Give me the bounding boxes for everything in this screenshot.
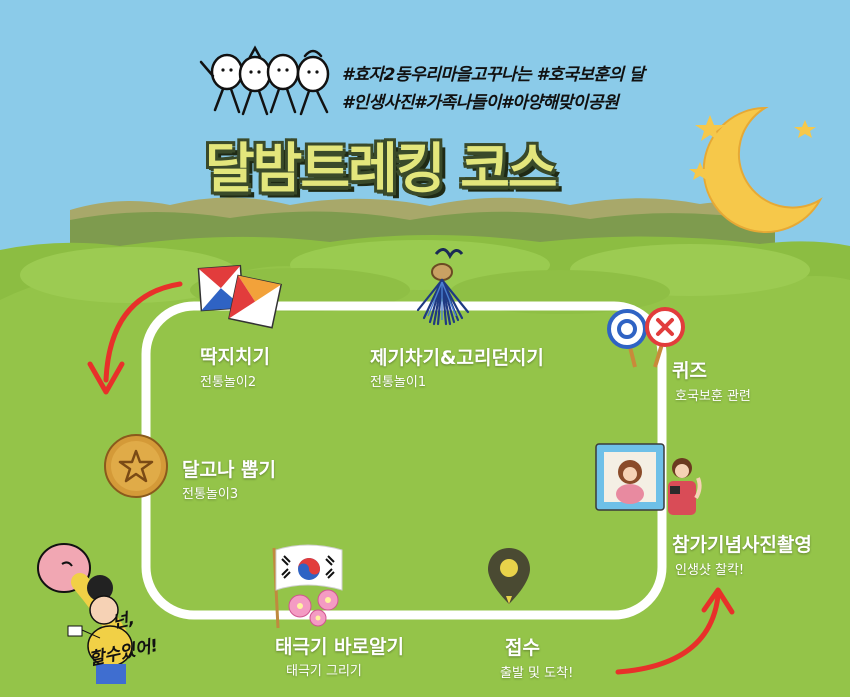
station-sub-reception: 출발 및 도착! [500, 666, 574, 681]
hashtag-line-1: #효자2동우리마을고꾸나는 #호국보훈의 달 [342, 65, 645, 85]
hashtag-line-2: #인생사진#가족나들이#아양해맞이공원 [342, 93, 619, 113]
station-label-quiz: 퀴즈 [672, 360, 707, 382]
station-sub-quiz: 호국보훈 관련 [675, 389, 751, 404]
quiz-ox-icon [607, 307, 685, 368]
taegeukgi-flag-icon [272, 544, 343, 629]
station-label-reception: 접수 [505, 637, 540, 659]
station-label-jegi: 제기차기&고리던지기 [370, 347, 544, 369]
photo-frame-icon [595, 443, 702, 515]
station-sub-jegi: 전통놀이1 [370, 375, 427, 390]
arrow-right-icon [615, 587, 735, 675]
dalgona-star-icon [104, 434, 168, 498]
ttakji-icon [197, 264, 283, 329]
jegi-icon [416, 248, 470, 326]
station-label-taegeukgi: 태극기 바로알기 [275, 636, 404, 658]
map-pin-icon [488, 548, 530, 604]
arrow-left-icon [87, 281, 183, 395]
moon-icon [689, 106, 823, 233]
runners-doodle-icon [199, 45, 330, 116]
station-sub-dalgona: 전통놀이3 [182, 487, 239, 502]
station-sub-taegeukgi: 태극기 그리기 [286, 664, 362, 679]
station-label-photo: 참가기념사진촬영 [672, 534, 812, 556]
station-sub-photo: 인생샷 찰칵! [675, 563, 745, 578]
station-label-ttakji: 딱지치기 [200, 346, 270, 368]
page-title: 달밤트레킹 코스 [205, 137, 558, 200]
station-sub-ttakji: 전통놀이2 [200, 375, 257, 390]
cheering-character-icon [37, 543, 133, 684]
station-label-dalgona: 달고나 뽑기 [182, 459, 277, 481]
